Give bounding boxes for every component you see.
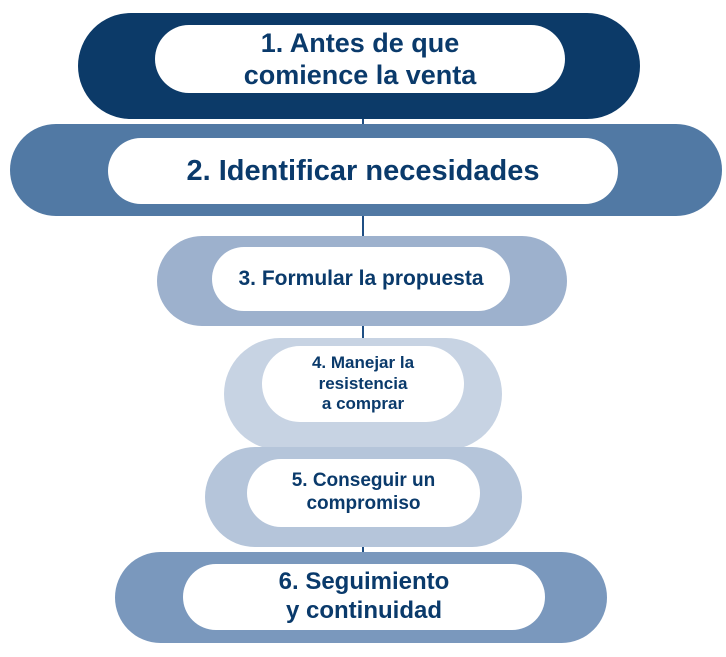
stage-5-inner-pill <box>247 459 480 527</box>
stage-1-label: 1. Antes de que comience la venta <box>243 27 477 90</box>
stage-1-inner-pill <box>155 25 565 93</box>
stage-4-inner-pill <box>262 346 464 422</box>
stage-6-inner-pill <box>183 564 545 630</box>
stage-5-label: 5. Conseguir un compromiso <box>291 470 436 514</box>
stage-2-label: 2. Identificar necesidades <box>186 154 540 187</box>
stage-4-label: 4. Manejar la resistencia a comprar <box>311 353 415 414</box>
stage-3-inner-pill <box>212 247 510 311</box>
stage-3-label: 3. Formular la propuesta <box>238 267 484 291</box>
stage-2-inner-pill <box>108 138 618 204</box>
stage-6-label: 6. Seguimiento y continuidad <box>278 568 450 624</box>
